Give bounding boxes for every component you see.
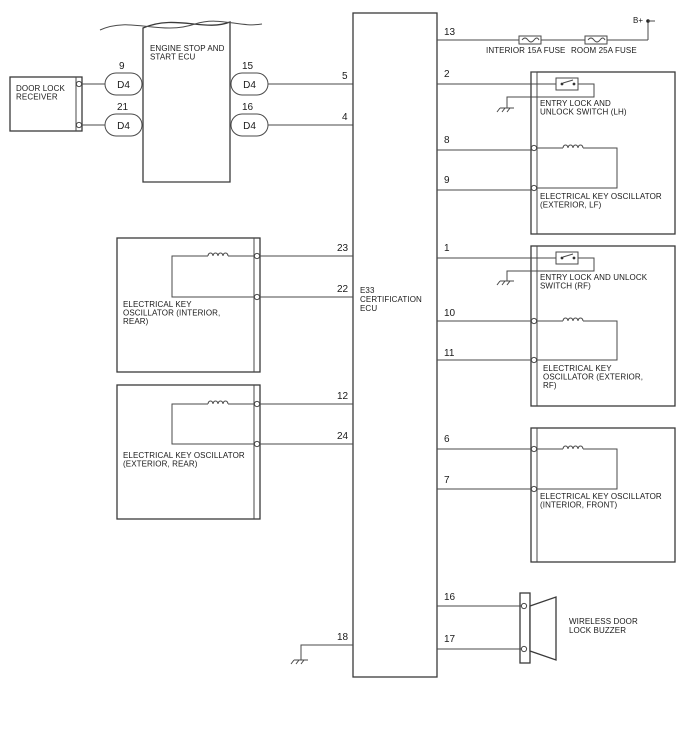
svg-text:D4: D4	[117, 121, 130, 132]
connector-d4-pin15: D4	[230, 72, 269, 96]
svg-text:D4: D4	[243, 121, 256, 132]
cert-pin-1: 1	[444, 243, 450, 254]
cert-pin-17: 17	[444, 634, 456, 645]
cert-pin-18: 18	[337, 632, 349, 643]
oscillator-interior-front-label: ELECTRICAL KEY OSCILLATOR(INTERIOR, FRON…	[540, 492, 662, 510]
ecu-pin-21: 21	[117, 102, 129, 113]
battery-label: B+	[633, 16, 643, 25]
oscillator-exterior-rear-label: ELECTRICAL KEY OSCILLATOR(EXTERIOR, REAR…	[123, 451, 245, 469]
cert-pin-2: 2	[444, 69, 450, 80]
ecu-pin-15: 15	[242, 61, 254, 72]
connector-d4-pin9: D4	[104, 72, 143, 96]
cert-pin-11: 11	[444, 348, 455, 359]
cert-pin-6: 6	[444, 434, 450, 445]
room-fuse-label: ROOM 25A FUSE	[571, 46, 637, 55]
cert-pin-8: 8	[444, 135, 450, 146]
cert-pin-22: 22	[337, 284, 349, 295]
svg-text:D4: D4	[243, 80, 256, 91]
cert-pin-24: 24	[337, 431, 349, 442]
ecu-pin-16: 16	[242, 102, 254, 113]
cert-pin-5: 5	[342, 71, 348, 82]
cert-pin-7: 7	[444, 475, 450, 486]
cert-pin-9: 9	[444, 175, 450, 186]
cert-pin-16: 16	[444, 592, 456, 603]
ground-pin-18	[290, 644, 353, 665]
interior-fuse-label: INTERIOR 15A FUSE	[486, 46, 566, 55]
cert-pin-23: 23	[337, 243, 349, 254]
connector-d4-pin16: D4	[230, 113, 269, 137]
svg-text:D4: D4	[117, 80, 130, 91]
cert-pin-4: 4	[342, 112, 348, 123]
connector-d4-pin21: D4	[104, 113, 143, 137]
ecu-pin-9: 9	[119, 61, 125, 72]
fuse-line	[437, 19, 655, 45]
cert-pin-13: 13	[444, 27, 456, 38]
oscillator-exterior-lf-label: ELECTRICAL KEY OSCILLATOR(EXTERIOR, LF)	[540, 192, 662, 210]
cert-pin-10: 10	[444, 308, 456, 319]
oscillator-exterior-rear: ELECTRICAL KEY OSCILLATOR(EXTERIOR, REAR…	[116, 384, 261, 520]
cert-pin-12: 12	[337, 391, 349, 402]
oscillator-interior-front-group: ELECTRICAL KEY OSCILLATOR(INTERIOR, FRON…	[437, 427, 676, 563]
